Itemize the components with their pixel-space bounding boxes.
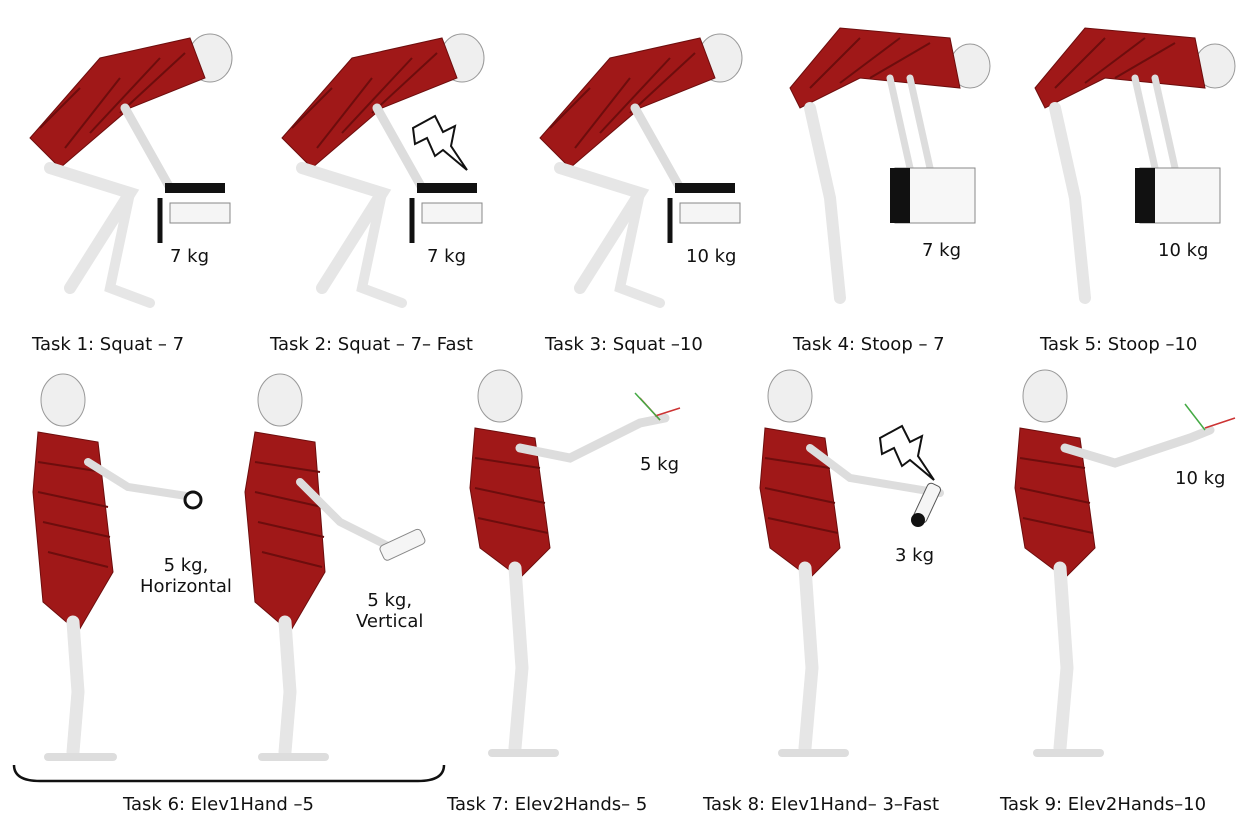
weight-label-task6-horizontal: 5 kg, Horizontal bbox=[140, 555, 232, 597]
caption-task6: Task 6: Elev1Hand –5 bbox=[123, 794, 314, 815]
caption-task1: Task 1: Squat – 7 bbox=[32, 334, 184, 355]
caption-task3: Task 3: Squat –10 bbox=[545, 334, 703, 355]
caption-task2: Task 2: Squat – 7– Fast bbox=[270, 334, 473, 355]
weight-label-task2: 7 kg bbox=[427, 246, 466, 267]
caption-task7: Task 7: Elev2Hands– 5 bbox=[447, 794, 647, 815]
standing-figure-task6b bbox=[240, 372, 460, 772]
weight-label-task3: 10 kg bbox=[686, 246, 736, 267]
weight-label-task6-vertical-orientation: Vertical bbox=[356, 611, 423, 632]
weight-label-task7: 5 kg bbox=[640, 454, 679, 475]
lightning-bolt-icon bbox=[405, 110, 475, 180]
standing-figure-task9 bbox=[1005, 368, 1245, 768]
weight-label-task1: 7 kg bbox=[170, 246, 209, 267]
weight-label-task6-vertical-value: 5 kg, bbox=[356, 590, 423, 611]
weight-label-task6-horizontal-value: 5 kg, bbox=[140, 555, 232, 576]
weight-label-task6-horizontal-orientation: Horizontal bbox=[140, 576, 232, 597]
caption-task5: Task 5: Stoop –10 bbox=[1040, 334, 1197, 355]
weight-label-task8: 3 kg bbox=[895, 545, 934, 566]
stoop-figure-task5 bbox=[1025, 18, 1245, 318]
stoop-figure-task4 bbox=[780, 18, 1000, 318]
caption-task9: Task 9: Elev2Hands–10 bbox=[1000, 794, 1206, 815]
standing-figure-task7 bbox=[460, 368, 700, 768]
caption-task8: Task 8: Elev1Hand– 3–Fast bbox=[703, 794, 939, 815]
weight-label-task9: 10 kg bbox=[1175, 468, 1225, 489]
weight-label-task6-vertical: 5 kg, Vertical bbox=[356, 590, 423, 632]
squat-figure-task1 bbox=[10, 18, 240, 318]
weight-label-task4: 7 kg bbox=[922, 240, 961, 261]
caption-task4: Task 4: Stoop – 7 bbox=[793, 334, 945, 355]
squat-figure-task3 bbox=[520, 18, 750, 318]
weight-label-task5: 10 kg bbox=[1158, 240, 1208, 261]
lightning-bolt-icon bbox=[872, 420, 942, 490]
